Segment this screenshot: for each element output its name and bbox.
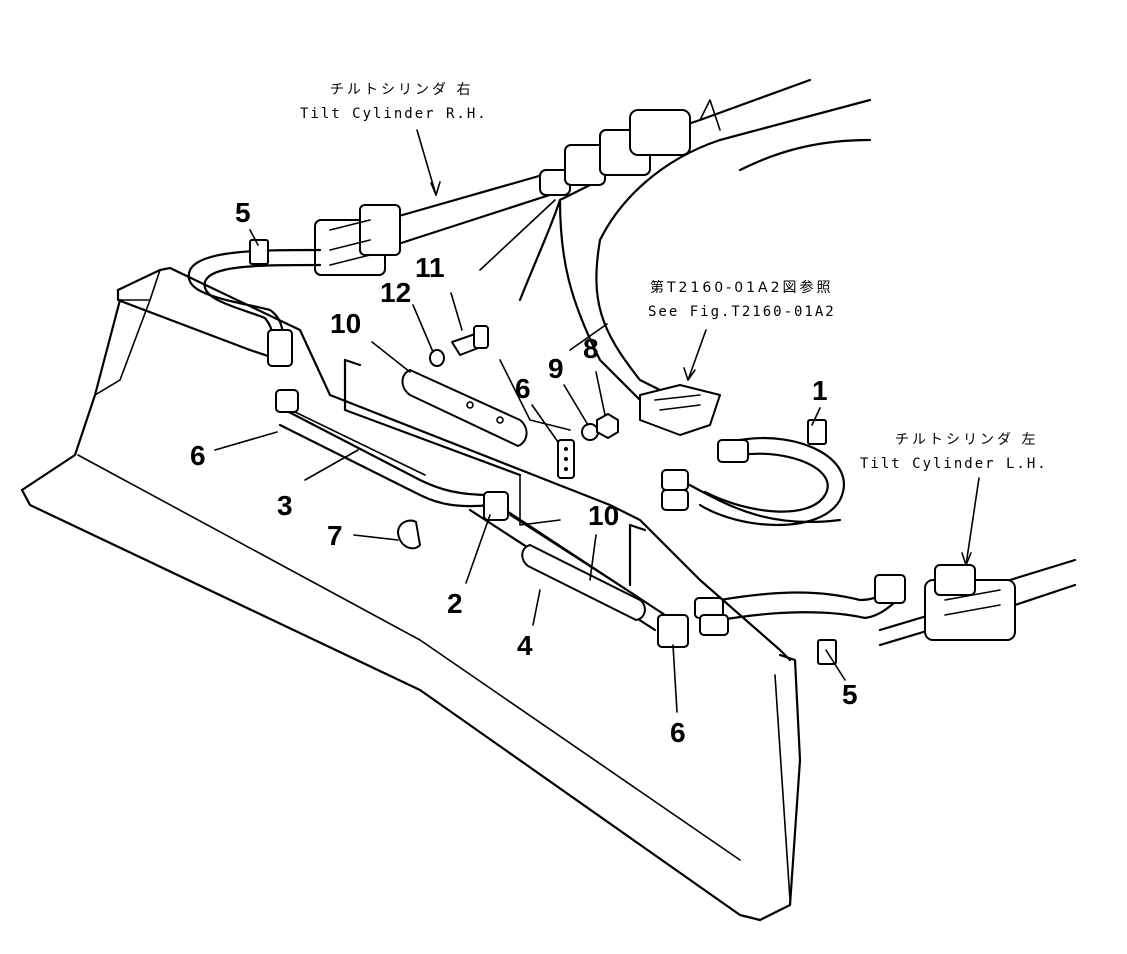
part-number-4: 4: [517, 630, 533, 661]
see-fig-jp-label: 第T2160-01A2図参照: [650, 279, 834, 296]
part-number-6-mid: 6: [515, 373, 531, 404]
part-number-10-left: 10: [330, 308, 361, 339]
part-number-9: 9: [548, 353, 564, 384]
tilt-rh-en-label: Tilt Cylinder R.H.: [300, 106, 488, 122]
part-number-3: 3: [277, 490, 293, 521]
callout-texts: チルトシリンダ 右 Tilt Cylinder R.H. 第T2160-01A2…: [300, 82, 1048, 472]
part-number-5-left: 5: [235, 197, 251, 228]
part-number-6-left: 6: [190, 440, 206, 471]
part-number-5-right: 5: [842, 679, 858, 710]
tilt-cylinder-rh: [314, 109, 691, 276]
tilt-lh-jp-label: チルトシリンダ 左: [895, 432, 1038, 448]
part-number-10-mid: 10: [588, 500, 619, 531]
leader-lines: [214, 129, 980, 713]
part-number-2: 2: [447, 588, 463, 619]
part-number-7: 7: [327, 520, 343, 551]
hose-group: [187, 248, 907, 648]
hardware-parts: [249, 239, 837, 665]
part-number-11: 11: [415, 252, 445, 283]
see-fig-en-label: See Fig.T2160-01A2: [648, 304, 836, 320]
tilt-cylinder-lh: [878, 558, 1077, 647]
part-number-labels: 5 11 12 10 8 9 6 1 6 3 7 10 2 4 5 6: [190, 197, 858, 748]
part-number-6-right: 6: [670, 717, 686, 748]
part-number-8: 8: [583, 333, 599, 364]
tilt-rh-jp-label: チルトシリンダ 右: [330, 82, 473, 98]
part-number-1: 1: [812, 375, 828, 406]
dozer-blade: [20, 266, 802, 922]
tilt-lh-en-label: Tilt Cylinder L.H.: [860, 456, 1048, 472]
part-number-12: 12: [380, 277, 411, 308]
